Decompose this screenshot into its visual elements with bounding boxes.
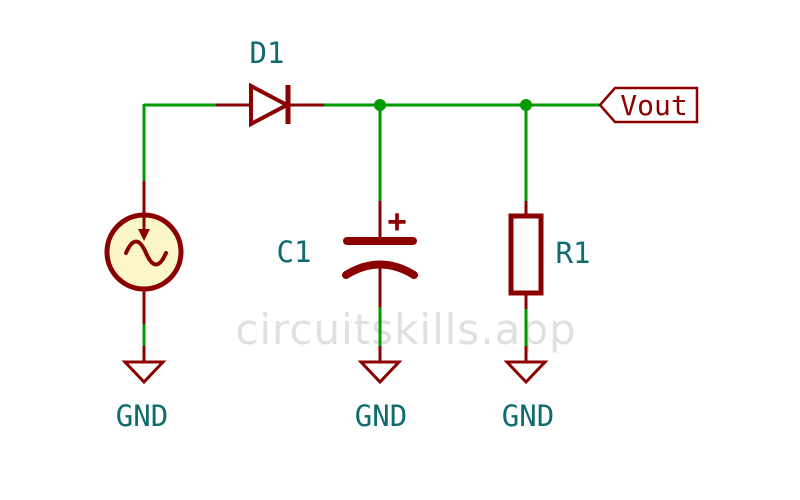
capacitor-ref-label: C1: [277, 235, 312, 269]
capacitor-polarity-mark: +: [387, 202, 406, 240]
gnd-label-right: GND: [502, 399, 554, 433]
ground-symbol-middle: [357, 360, 403, 385]
ac-source-arrowhead-icon: [138, 229, 150, 241]
gnd-label-middle: GND: [355, 399, 407, 433]
ground-symbol-right: [503, 360, 549, 385]
sine-wave-icon: [124, 239, 168, 267]
ground-symbol-left: [121, 360, 167, 385]
vout-label-flag-icon: [598, 86, 699, 124]
ac-source-symbol: [104, 212, 184, 292]
capacitor-curved-plate-icon: [342, 260, 418, 279]
diode-triangle-icon: [249, 82, 292, 128]
vout-label-text: Vout: [620, 89, 687, 122]
junction-dot-capacitor: [374, 99, 386, 111]
resistor-ref-label: R1: [556, 236, 591, 270]
capacitor-symbol: +: [342, 202, 418, 279]
resistor-symbol: [508, 213, 544, 296]
watermark: circuitskills.app: [235, 305, 576, 354]
diode-symbol: [249, 82, 292, 128]
diode-ref-label: D1: [250, 36, 285, 70]
gnd-label-left: GND: [116, 399, 168, 433]
junction-dot-resistor: [520, 99, 532, 111]
vout-global-label: Vout: [598, 86, 699, 124]
